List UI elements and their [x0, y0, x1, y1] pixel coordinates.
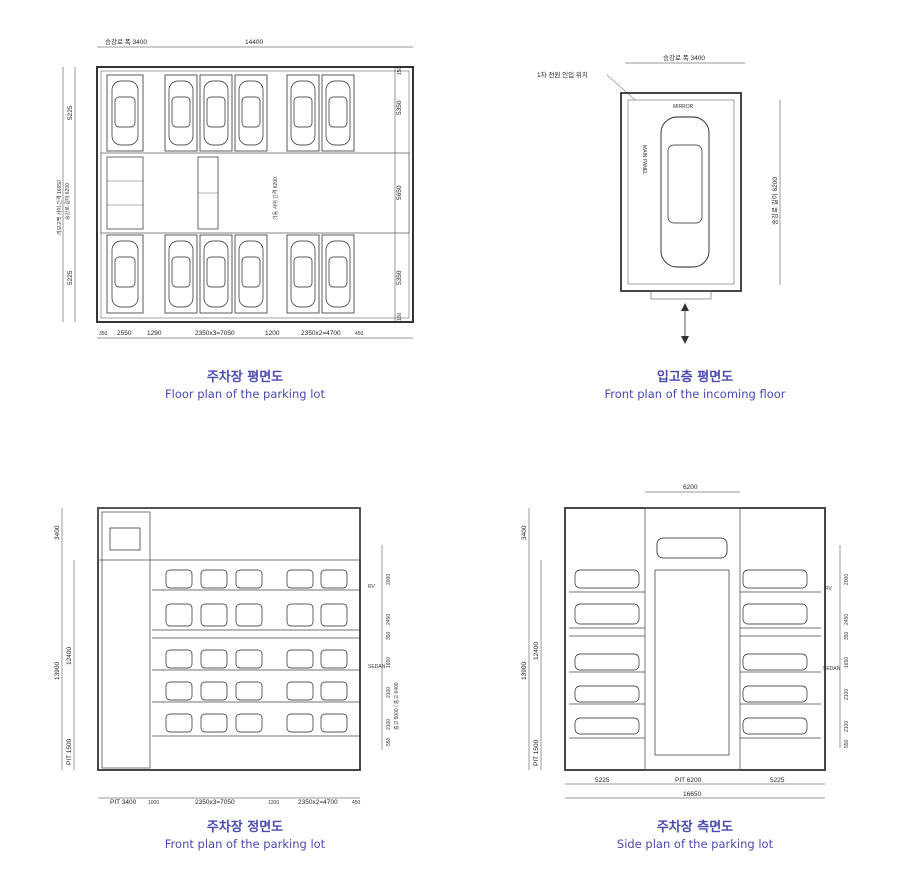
side-dim-right-3: 350: [844, 631, 850, 640]
dim-right-3: 5350: [396, 270, 403, 285]
incoming-floor-panel: 승강로 폭 3400 1차 전원 인입 위치 MIRROR MAIN PANEL…: [525, 45, 825, 355]
incoming-label-mirror: MIRROR: [673, 104, 694, 110]
side-dim-right-6: 2100: [844, 721, 850, 732]
dim-right-2: 5650: [396, 185, 403, 200]
front-lot-drawing: RV SEDAN 3400 13900 12400 PIT 1500 2000 …: [54, 507, 400, 806]
side-dim-right-7: 550: [844, 739, 850, 748]
side-tag-sedan: SEDAN: [823, 666, 841, 672]
front-tag-rv-1: RV: [368, 584, 376, 590]
incoming-dim-top: 승강로 폭 3400: [663, 53, 705, 62]
floor-plan-panel: 승강로 폭 3400 14400 53: [55, 35, 415, 355]
dim-right-small-2: 150: [397, 312, 403, 321]
dim-left-vertical-2: 승강로 길이 6200: [64, 183, 71, 220]
floor-plan-caption-en: Floor plan of the parking lot: [165, 387, 325, 401]
side-dim-right-5: 2100: [844, 689, 850, 700]
side-lot-caption-ko: 주차장 측면도: [656, 820, 734, 835]
front-dim-bottom-2: 1000: [148, 800, 159, 806]
dim-left-2: 5225: [67, 270, 74, 285]
dim-top-total: 14400: [245, 39, 263, 46]
front-dim-bottom-1: PIT 3400: [110, 799, 137, 806]
front-right-labels: 층고 5000 / 층고 6400: [393, 682, 400, 730]
front-dim-bottom-6: 450: [352, 800, 361, 806]
front-dim-right-2: 2450: [386, 614, 392, 625]
dim-right-1: 5350: [396, 100, 403, 115]
front-dim-right-6: 2100: [386, 719, 392, 730]
dim-bottom-2: 2550: [117, 330, 132, 337]
front-dim-right-3: 350: [386, 631, 392, 640]
side-dim-right-4: 1650: [844, 657, 850, 668]
incoming-caption-ko: 입고층 평면도: [656, 370, 734, 385]
side-dim-bottom-total: 16650: [683, 791, 701, 798]
side-dim-left-2: 13900: [521, 662, 528, 680]
side-dim-left-3: 12400: [533, 642, 540, 660]
dim-top-left: 승강로 폭 3400: [105, 37, 147, 46]
dim-bottom-7: 450: [355, 331, 364, 337]
incoming-label-panel: MAIN PANEL: [641, 145, 647, 175]
side-tag-rv: RV: [825, 586, 833, 592]
front-dim-right-5: 2100: [386, 687, 392, 698]
front-dim-left-3: 12400: [66, 647, 73, 665]
side-dim-left-1: 3400: [521, 525, 528, 540]
dim-left-1: 5225: [67, 105, 74, 120]
floor-plan-drawing: 승강로 폭 3400 14400 53: [56, 37, 414, 339]
front-dim-bottom-5: 2350x2=4700: [298, 799, 338, 806]
side-lot-caption: 주차장 측면도 Side plan of the parking lot: [570, 820, 820, 852]
front-tag-sedan-1: SEDAN: [368, 664, 386, 670]
side-dim-right-2: 2450: [844, 614, 850, 625]
front-dim-left-2: 13900: [54, 662, 61, 680]
side-lot-caption-en: Side plan of the parking lot: [616, 837, 774, 851]
floor-plan-caption-ko: 주차장 평면도: [206, 370, 284, 385]
front-dim-bottom-4: 1200: [268, 800, 279, 806]
dim-bottom-5: 1200: [265, 330, 280, 337]
front-dim-right-7: 550: [386, 737, 392, 746]
incoming-floor-caption: 입고층 평면도 Front plan of the incoming floor: [560, 370, 830, 402]
front-dim-left-1: 3400: [54, 525, 61, 540]
incoming-dim-right: 승강로 길이 6200: [770, 177, 779, 225]
dim-right-small-1: 150: [397, 66, 403, 75]
side-lot-drawing: 6200 RV SEDAN 3400 13900 12400 PIT 1500 …: [521, 484, 850, 799]
side-dim-right-1: 2000: [844, 574, 850, 585]
side-dim-bottom-3: 5225: [770, 777, 785, 784]
dim-bottom-1: 350: [99, 331, 108, 337]
front-dim-right-4: 1650: [386, 657, 392, 668]
dim-bottom-3: 1290: [147, 330, 162, 337]
dim-center-vertical: 기둥 사이 간격 6200: [272, 177, 279, 220]
front-dim-right-1: 2000: [386, 574, 392, 585]
front-lot-panel: RV SEDAN 3400 13900 12400 PIT 1500 2000 …: [40, 490, 420, 815]
side-dim-left-4: PIT 1500: [533, 739, 540, 766]
front-dim-left-4: PIT 1500: [66, 738, 73, 765]
side-dim-bottom-2: PIT 6200: [675, 777, 702, 784]
front-lot-caption-en: Front plan of the parking lot: [164, 837, 326, 851]
side-dim-top: 6200: [683, 484, 698, 491]
front-lot-caption: 주차장 정면도 Front plan of the parking lot: [120, 820, 370, 852]
floor-plan-caption: 주차장 평면도 Floor plan of the parking lot: [120, 370, 370, 402]
front-lot-caption-ko: 주차장 정면도: [206, 820, 284, 835]
incoming-caption-en: Front plan of the incoming floor: [604, 387, 786, 401]
dim-left-vertical-1: 리보고백 사이 간격 16650: [56, 180, 63, 235]
side-lot-panel: 6200 RV SEDAN 3400 13900 12400 PIT 1500 …: [515, 480, 885, 815]
dim-bottom-4: 2350x3=7050: [195, 330, 235, 337]
dim-bottom-6: 2350x2=4700: [301, 330, 341, 337]
front-dim-bottom-3: 2350x3=7050: [195, 799, 235, 806]
incoming-label-power: 1차 전원 인입 위치: [537, 70, 588, 79]
incoming-floor-drawing: 승강로 폭 3400 1차 전원 인입 위치 MIRROR MAIN PANEL…: [537, 53, 781, 344]
side-dim-bottom-1: 5225: [595, 777, 610, 784]
